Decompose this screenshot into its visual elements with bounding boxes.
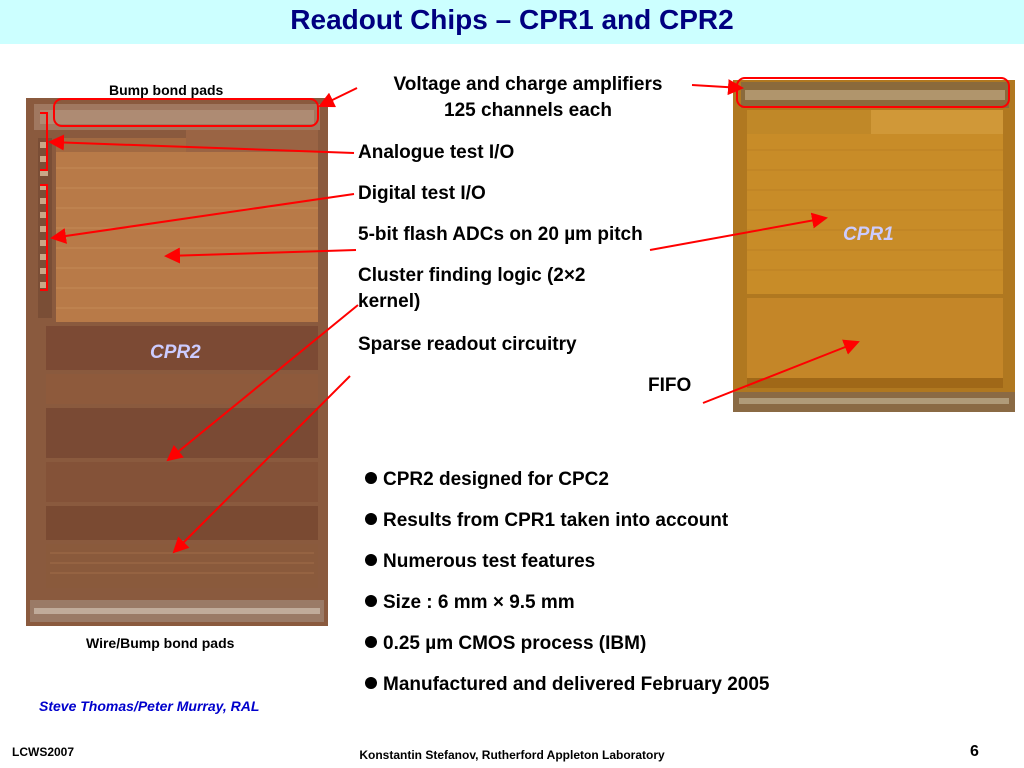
feature-cluster: Cluster finding logic (2×2 kernel): [358, 265, 586, 313]
bullet-dot: [365, 554, 377, 566]
bullet-5: 0.25 µm CMOS process (IBM): [365, 633, 646, 655]
footer-center: Konstantin Stefanov, Rutherford Appleton…: [359, 748, 665, 762]
arrow-adc-cpr1: [649, 212, 828, 251]
slide-title: Readout Chips – CPR1 and CPR2: [290, 4, 734, 35]
credit-text: Steve Thomas/Peter Murray, RAL: [39, 698, 260, 714]
bullet-dot: [365, 677, 377, 689]
title-bar: [0, 0, 1024, 44]
bump-pad-highlight-cpr1: [736, 77, 1010, 108]
fifo-label: FIFO: [648, 375, 692, 396]
arrow-cluster: [166, 304, 359, 462]
arrow-adc-cpr2: [164, 247, 357, 264]
bump-pad-highlight-cpr2: [53, 98, 319, 127]
arrow-amp-cpr2: [318, 87, 358, 108]
arrow-fifo: [702, 339, 860, 404]
page-number: 6: [970, 743, 979, 760]
bullet-3: Numerous test features: [365, 551, 595, 573]
analogue-bracket: [40, 112, 48, 171]
digital-bracket: [40, 184, 48, 291]
arrow-sparse: [172, 375, 351, 554]
bullet-dot: [365, 472, 377, 484]
bullet-4: Size : 6 mm × 9.5 mm: [365, 592, 575, 614]
arrow-amp-cpr1: [691, 79, 744, 96]
arrow-digital: [50, 193, 355, 244]
footer-left: LCWS2007: [12, 745, 75, 759]
feature-amplifiers-line2: 125 channels each: [444, 100, 612, 121]
cpr1-chip-image: [733, 80, 1015, 412]
bullet-dot: [365, 636, 377, 648]
wire-bump-pads-label: Wire/Bump bond pads: [86, 635, 235, 651]
feature-sparse: Sparse readout circuitry: [358, 334, 577, 355]
bump-bond-pads-label: Bump bond pads: [109, 82, 224, 98]
feature-analogue: Analogue test I/O: [358, 142, 515, 163]
feature-adc: 5-bit flash ADCs on 20 µm pitch: [358, 224, 643, 245]
bullet-1: CPR2 designed for CPC2: [365, 469, 609, 491]
feature-amplifiers: Voltage and charge amplifiers 125 channe…: [358, 74, 698, 122]
cpr2-chip-image: [26, 98, 328, 626]
feature-cluster-line1: Cluster finding logic (2×2: [358, 265, 586, 286]
bullet-dot: [365, 513, 377, 525]
feature-amplifiers-line1: Voltage and charge amplifiers: [393, 74, 663, 95]
arrow-analogue: [48, 134, 355, 154]
bullet-dot: [365, 595, 377, 607]
cpr2-label: CPR2: [150, 342, 201, 363]
feature-cluster-line2: kernel): [358, 291, 421, 312]
feature-digital: Digital test I/O: [358, 183, 486, 204]
cpr1-label: CPR1: [843, 224, 894, 245]
bullet-6: Manufactured and delivered February 2005: [365, 674, 769, 696]
bullet-2: Results from CPR1 taken into account: [365, 510, 728, 532]
